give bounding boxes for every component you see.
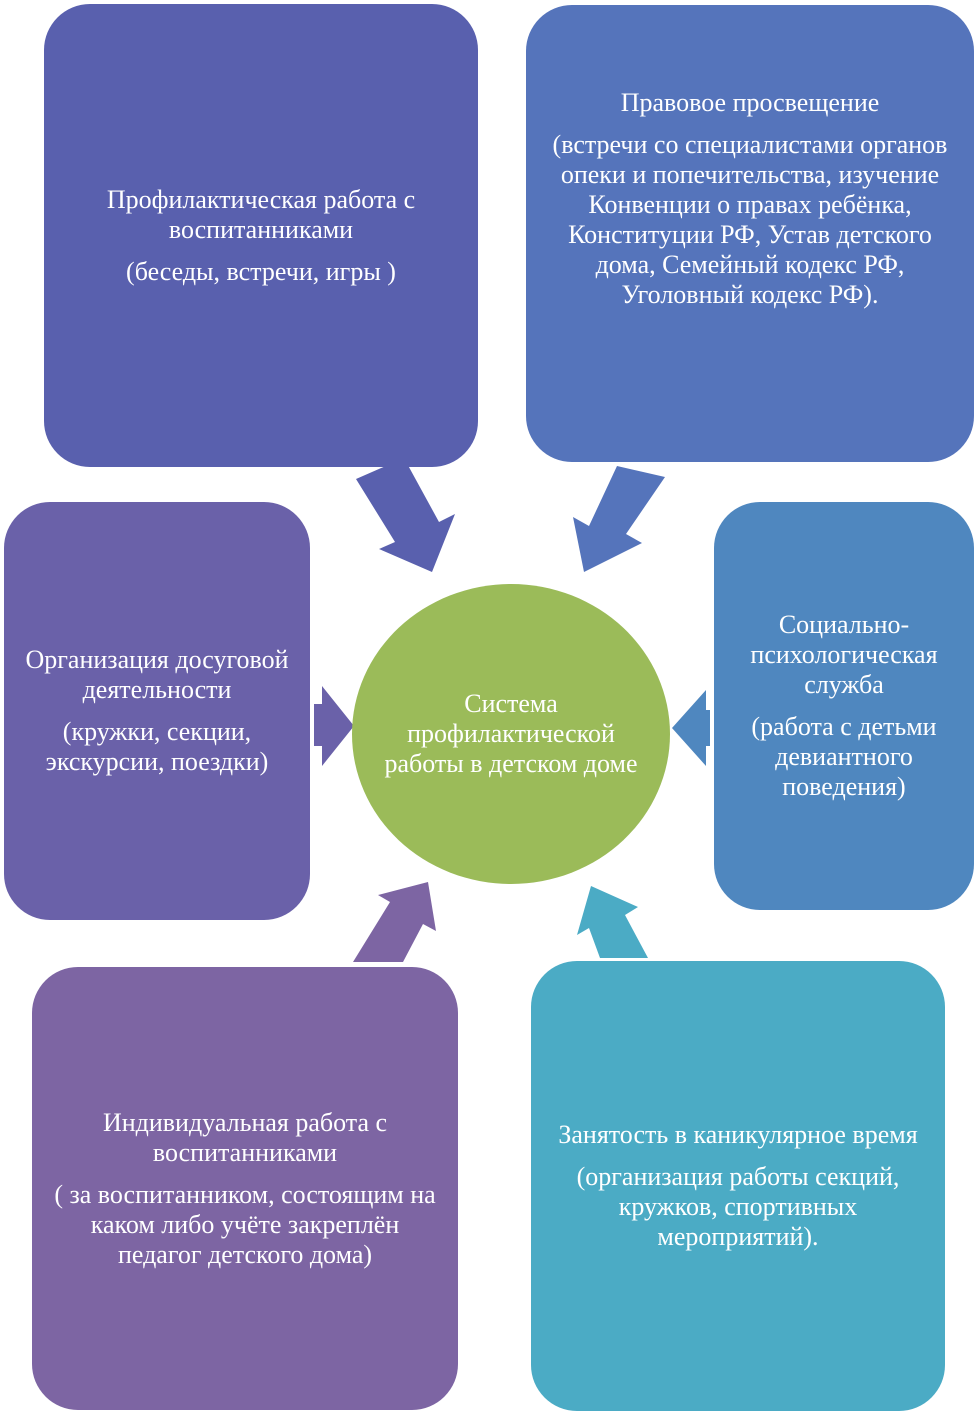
node-detail: (встречи со специалистами органов опеки … (552, 129, 948, 309)
node-title: Правовое просвещение (620, 87, 880, 117)
node-detail: (организация работы секций, кружков, спо… (576, 1162, 900, 1251)
center-system-circle: Система профилактической работы в детско… (352, 584, 670, 884)
arrow-mid-right (672, 690, 710, 766)
node-social-psychological-service: Социально-психологическая служба (работа… (714, 502, 974, 910)
node-detail: (кружки, секции, экскурсии, поездки) (45, 717, 269, 776)
node-individual-work: Индивидуальная работа с воспитанниками (… (32, 967, 458, 1410)
arrow-top-left (356, 458, 455, 572)
arrow-bot-right (577, 886, 648, 958)
center-label: Система профилактической работы в детско… (384, 689, 638, 778)
node-detail: (беседы, встречи, игры ) (126, 256, 396, 286)
node-title: Профилактическая работа с воспитанниками (106, 184, 416, 244)
node-leisure-activities: Организация досуговой деятельности (круж… (4, 502, 310, 920)
arrow-mid-left (314, 686, 354, 766)
node-title: Организация досуговой деятельности (25, 645, 289, 704)
node-legal-education: Правовое просвещение (встречи со специал… (526, 5, 974, 462)
node-title: Социально-психологическая служба (750, 610, 938, 699)
node-title: Занятость в каникулярное время (558, 1120, 918, 1149)
node-detail: (работа с детьми девиантного поведения) (751, 712, 937, 801)
node-title: Индивидуальная работа с воспитанниками (102, 1107, 388, 1167)
node-detail: ( за воспитанником, состоящим на каком л… (54, 1179, 436, 1269)
arrow-top-right (573, 466, 665, 572)
node-preventive-work: Профилактическая работа с воспитанниками… (44, 4, 478, 467)
node-holiday-employment: Занятость в каникулярное время (организа… (531, 961, 945, 1411)
arrow-bot-left (353, 882, 436, 962)
